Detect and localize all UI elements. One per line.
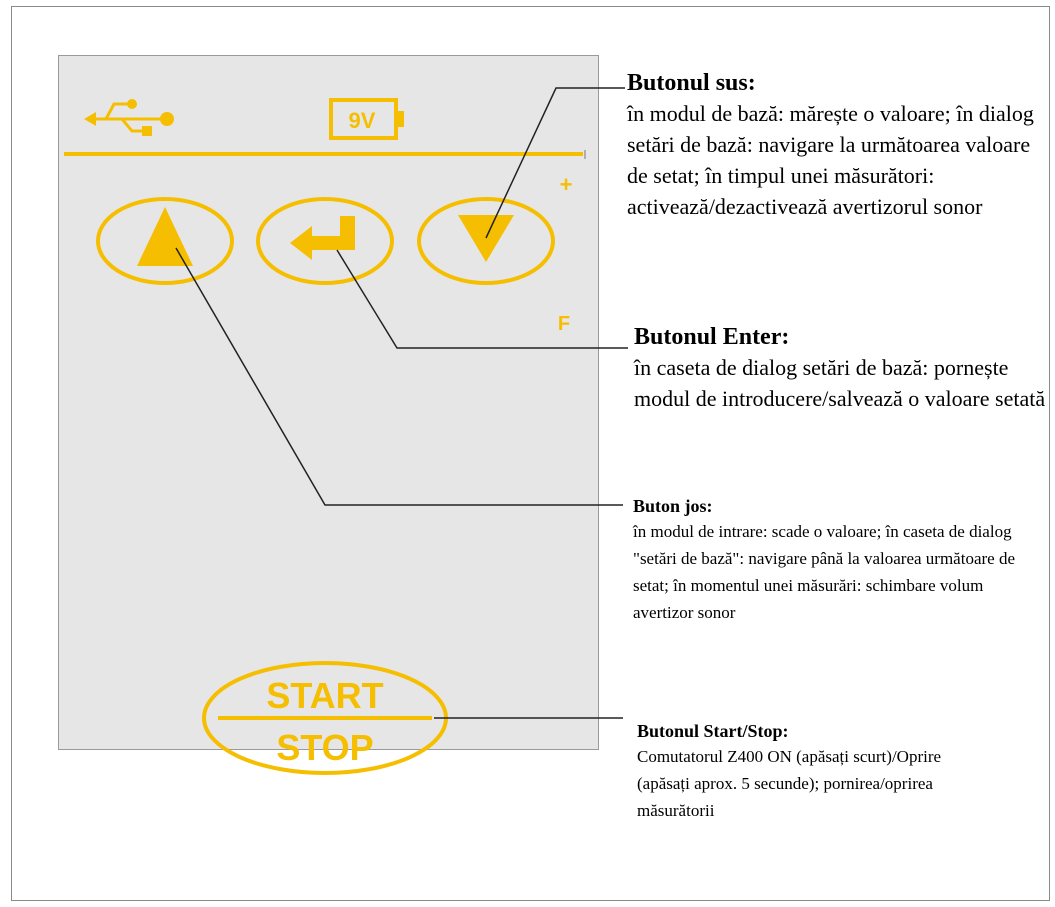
callout-enter: Butonul Enter: în caseta de dialog setăr… xyxy=(634,322,1049,414)
device-panel xyxy=(58,55,599,750)
leader-line-enter xyxy=(336,249,628,349)
callout-enter-body: în caseta de dialog setări de bază: porn… xyxy=(634,355,1046,411)
f-label: F xyxy=(558,313,570,335)
stop-label: STOP xyxy=(276,727,373,768)
callout-down-body: în modul de intrare: scade o valoare; în… xyxy=(633,522,1015,622)
callout-down: Buton jos: în modul de intrare: scade o … xyxy=(633,494,1043,626)
enter-icon xyxy=(290,216,355,260)
battery-label: 9V xyxy=(349,108,376,133)
callout-enter-title: Butonul Enter: xyxy=(634,324,790,350)
leader-line-down xyxy=(175,247,623,506)
down-button[interactable] xyxy=(417,197,555,285)
callout-up: Butonul sus: în modul de bază: mărește o… xyxy=(627,68,1047,222)
leader-line-up xyxy=(485,87,625,239)
start-label: START xyxy=(266,675,383,716)
up-button[interactable] xyxy=(96,197,234,285)
callout-startstop-body: Comutatorul Z400 ON (apăsați scurt)/Opri… xyxy=(637,747,942,820)
callout-startstop: Butonul Start/Stop: Comutatorul Z400 ON … xyxy=(637,719,972,824)
battery-icon: 9V xyxy=(329,98,404,140)
callout-up-title: Butonul sus: xyxy=(627,70,756,96)
start-stop-button[interactable]: START STOP xyxy=(202,661,448,775)
usb-icon xyxy=(84,99,174,136)
up-arrow-icon xyxy=(137,207,193,266)
callout-up-body: în modul de bază: mărește o valoare; în … xyxy=(627,101,1034,219)
down-arrow-icon xyxy=(458,215,514,262)
enter-button[interactable] xyxy=(256,197,394,285)
figure-frame xyxy=(11,6,1050,901)
plus-label: + xyxy=(560,172,573,197)
callout-startstop-title: Butonul Start/Stop: xyxy=(637,721,789,741)
callout-down-title: Buton jos: xyxy=(633,496,713,516)
